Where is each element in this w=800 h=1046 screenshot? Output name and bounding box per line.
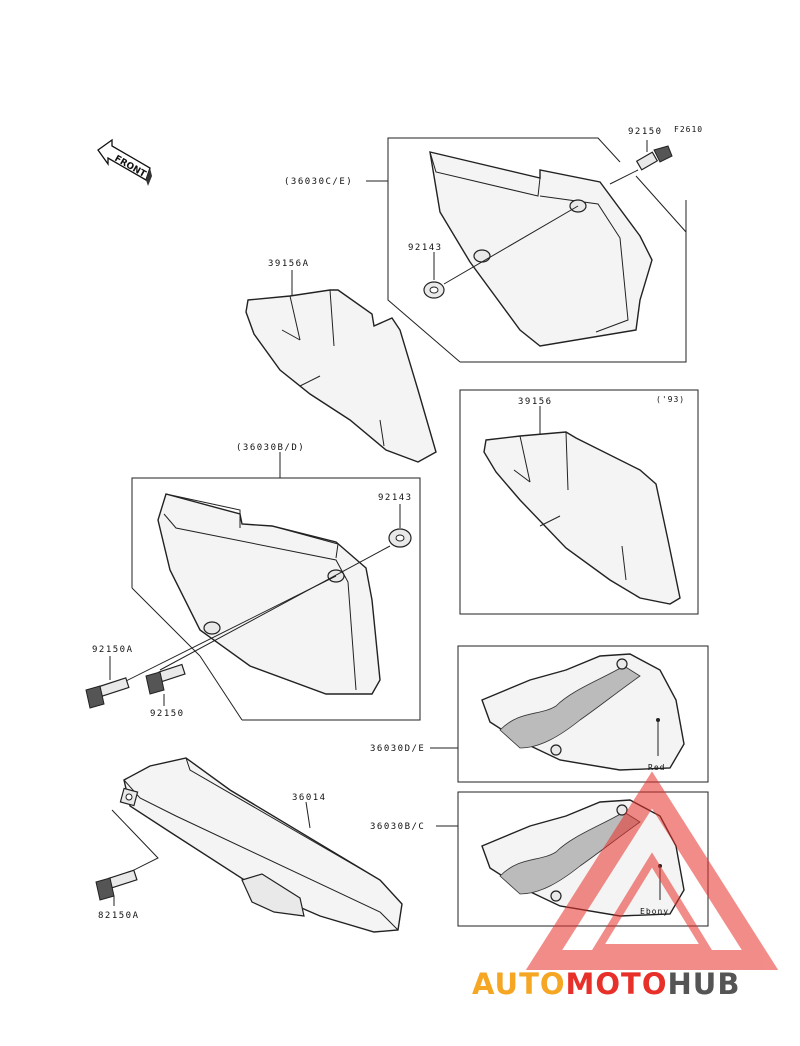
watermark-part3: HUB [668, 967, 741, 1001]
label-36030d-e: 36030D/E [370, 744, 425, 754]
group-36030b-d: (36030B/D) 92143 92150A 92150 [85, 443, 421, 721]
label-92150a-bottom: 82150A [98, 911, 140, 921]
figure-code: F2610 [674, 125, 703, 134]
grommet-hole-lower [473, 249, 491, 263]
group-39156: ('93) 39156 [459, 389, 699, 615]
emblem-39156a [245, 289, 437, 463]
label-92143-mid: 92143 [378, 493, 413, 503]
box-36030b-c [457, 791, 709, 927]
label-36014: 36014 [292, 793, 327, 803]
label-92143-top: 92143 [408, 243, 443, 253]
bolt-92150-top-icon [609, 145, 673, 185]
watermark-logo: AUTOMOTOHUB [472, 771, 779, 1001]
label-36030b-c: 36030B/C [370, 822, 425, 832]
watermark-part1: AUTO [472, 967, 566, 1001]
bolt-92150a-left-icon [85, 677, 130, 709]
emblem-39156 [483, 431, 681, 605]
box-36030d-e [457, 645, 709, 783]
leader-36014-bolt [111, 809, 159, 875]
watermark-part2: MOTO [566, 967, 668, 1001]
label-39156: 39156 [518, 397, 553, 407]
group-36014: 36014 82150A [95, 757, 403, 933]
year-note: ('93) [656, 395, 685, 404]
label-92150a-left: 92150A [92, 645, 134, 655]
bolt-92150a-bottom-icon [95, 869, 138, 901]
box-36030c-e [460, 200, 687, 363]
box-39156 [459, 389, 699, 615]
bolt-92150-mid-icon [145, 663, 186, 695]
label-92150-top: 92150 [628, 127, 663, 137]
side-cover-36030b-d [157, 493, 381, 695]
group-36030c-e: (36030C/E) 92150 92143 [284, 127, 687, 363]
color-red-label: Red [648, 763, 665, 772]
side-cover-36030c-e [429, 151, 653, 347]
label-36030b-d: (36030B/D) [236, 443, 305, 453]
box-36030c-e-left [387, 137, 621, 363]
label-92150-mid: 92150 [150, 709, 185, 719]
watermark-triangle-icon [525, 771, 779, 970]
graphic-36030d-e [499, 665, 641, 749]
color-ebony-label: Ebony [640, 907, 669, 916]
group-36030d-e: 36030D/E Red [370, 645, 709, 783]
front-arrow-icon: FRONT [97, 138, 152, 186]
bracket-36014 [241, 873, 305, 917]
grommet-hole-36030b-d-lower [203, 621, 221, 635]
label-39156a: 39156A [268, 259, 310, 269]
label-36030c-e: (36030C/E) [284, 177, 353, 187]
box-36030b-d [131, 477, 421, 721]
svg-text:AUTOMOTOHUB: AUTOMOTOHUB [472, 967, 740, 1001]
group-39156a: 39156A [245, 259, 437, 463]
